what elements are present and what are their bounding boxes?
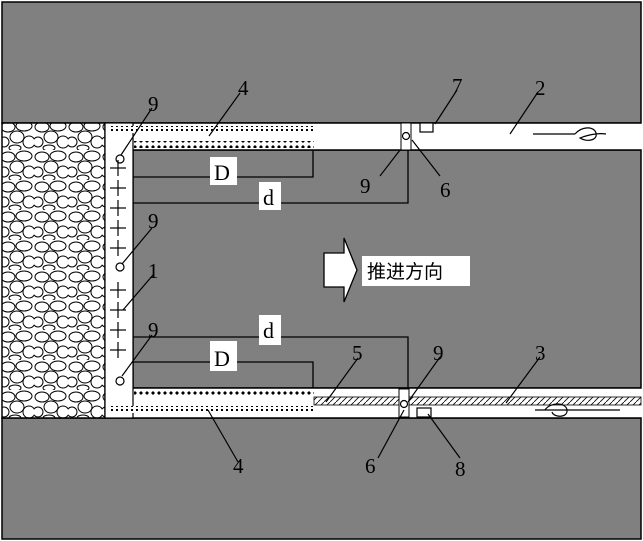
callout-9-topright: 9	[360, 174, 371, 198]
lower-fill-strip-diamonds	[134, 390, 314, 397]
callout-9-lowleft: 9	[148, 318, 159, 342]
callout-9-bottomright: 9	[433, 341, 444, 365]
dim-label-D-top: D	[214, 160, 230, 185]
callout-8: 8	[455, 457, 466, 481]
advance-direction-label: 推进方向	[367, 261, 443, 283]
callout-5: 5	[352, 341, 363, 365]
callout-9-topleft: 9	[148, 92, 159, 116]
goaf-caved-zone	[2, 123, 105, 418]
dim-label-d-bottom: d	[263, 318, 274, 343]
callout-3: 3	[535, 341, 546, 365]
callout-4-bottom: 4	[233, 454, 244, 478]
callout-6-bottom: 6	[365, 454, 376, 478]
callout-2: 2	[535, 76, 546, 100]
callout-9-midleft: 9	[148, 209, 159, 233]
upper-rock-stratum	[2, 2, 641, 123]
callout-7: 7	[452, 74, 463, 98]
bottom-end-post	[399, 389, 409, 417]
dim-label-D-bottom: D	[214, 346, 230, 371]
top-end-post	[401, 123, 411, 150]
callout-6-top: 6	[440, 178, 451, 202]
lower-hatched-belt	[314, 397, 641, 405]
upper-fill-strip-diamonds	[134, 141, 314, 148]
callout-1: 1	[148, 259, 159, 283]
lower-rock-stratum	[2, 418, 641, 539]
callout-4-top: 4	[238, 76, 249, 100]
lower-fill-strip-dots	[108, 406, 314, 413]
unit-7-box	[420, 123, 433, 132]
dim-label-d-top: d	[263, 185, 274, 210]
